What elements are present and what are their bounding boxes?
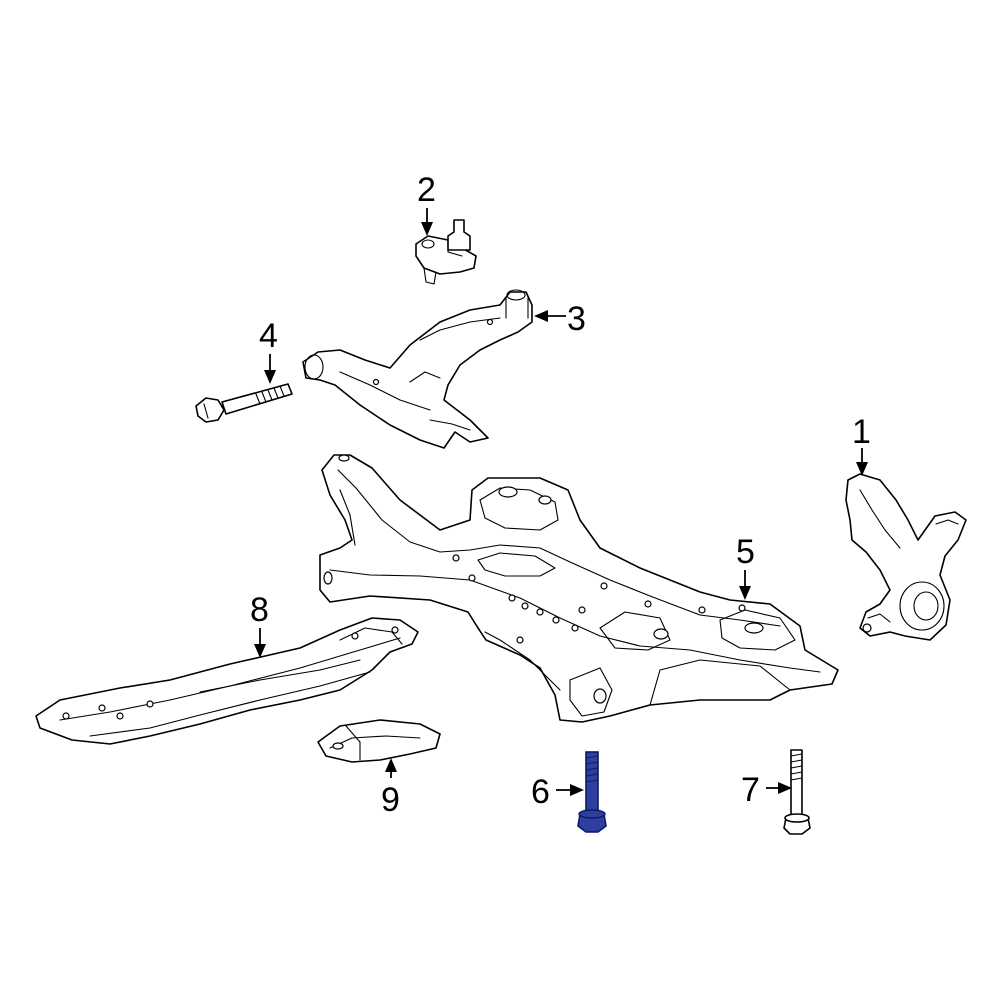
arrow-9 xyxy=(385,758,397,778)
callout-7: 7 xyxy=(741,771,760,809)
arrow-7 xyxy=(766,782,792,794)
callout-2: 2 xyxy=(417,171,436,209)
callout-5: 5 xyxy=(736,533,755,571)
arrow-4 xyxy=(264,354,276,384)
callout-3: 3 xyxy=(567,300,586,338)
part-6-shank xyxy=(585,751,599,815)
part-9-bracket[interactable] xyxy=(317,719,441,763)
callout-6: 6 xyxy=(531,773,550,811)
callout-8: 8 xyxy=(250,591,269,629)
part-5-subframe[interactable] xyxy=(319,454,839,723)
arrow-6 xyxy=(556,784,584,796)
arrow-2 xyxy=(421,208,433,236)
arrow-3 xyxy=(534,310,566,322)
part-6-bolt[interactable] xyxy=(577,751,607,833)
part-7-bolt[interactable] xyxy=(783,749,811,835)
callout-9: 9 xyxy=(381,781,400,819)
part-8-reinforcement[interactable] xyxy=(35,617,419,745)
arrow-1 xyxy=(856,448,868,476)
part-6-threads xyxy=(585,755,599,783)
part-4-bolt[interactable] xyxy=(195,383,293,423)
part-1-knuckle[interactable] xyxy=(845,473,967,641)
callout-1: 1 xyxy=(852,413,871,451)
callout-4: 4 xyxy=(259,317,278,355)
arrow-8 xyxy=(254,628,266,658)
part-2-ball-joint[interactable] xyxy=(415,219,477,285)
part-3-control-arm[interactable] xyxy=(302,289,533,449)
arrow-5 xyxy=(739,570,751,600)
